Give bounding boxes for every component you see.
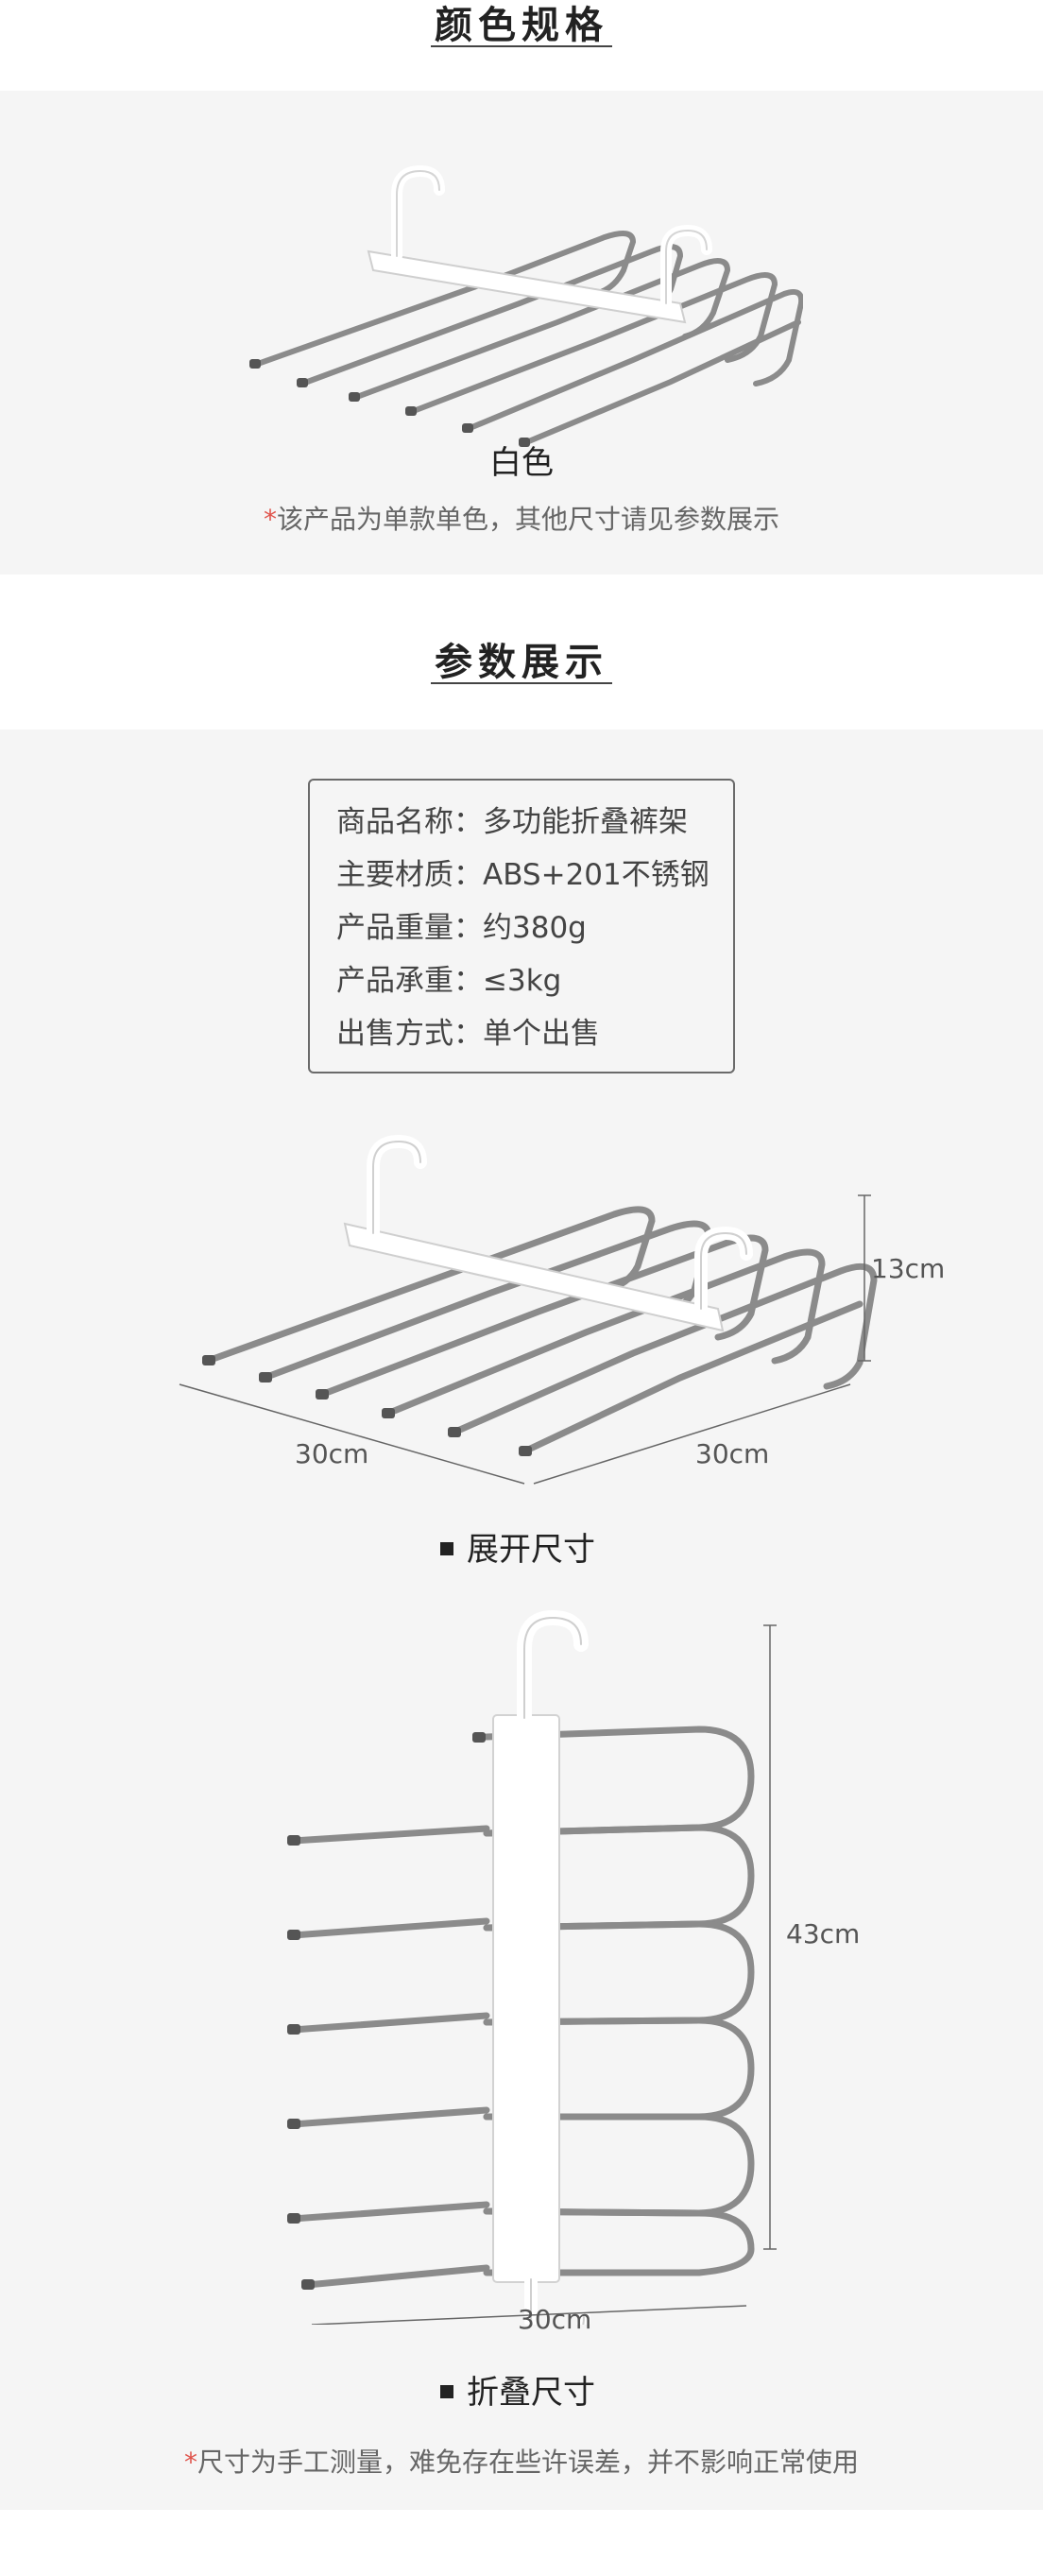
note-star: *	[183, 2447, 197, 2478]
measure-note: *尺寸为手工测量，难免存在些许误差，并不影响正常使用	[0, 2442, 1043, 2480]
unfolded-caption-text: 展开尺寸	[467, 1531, 595, 1569]
folded-height-label: 43cm	[786, 1918, 861, 1949]
spec-row: 商品名称：多功能折叠裤架	[336, 798, 688, 840]
hanger-white-image	[249, 164, 803, 447]
folded-dimension-image	[287, 1609, 777, 2325]
color-name: 白色	[489, 444, 554, 482]
folded-caption: 折叠尺寸	[440, 2366, 595, 2413]
measure-note-text: 尺寸为手工测量，难免存在些许误差，并不影响正常使用	[197, 2447, 859, 2478]
unfolded-height-label: 13cm	[871, 1253, 946, 1284]
spec-label: 产品重量：	[336, 911, 483, 945]
spec-value: 多功能折叠裤架	[483, 805, 688, 839]
color-panel: 白色 *该产品为单款单色，其他尺寸请见参数展示	[0, 91, 1043, 575]
spec-value: ABS+201不锈钢	[483, 858, 710, 892]
folded-width-label: 30cm	[518, 2304, 592, 2335]
spec-value: 单个出售	[483, 1017, 600, 1051]
spec-label: 主要材质：	[336, 858, 483, 892]
unfolded-dimension-image	[179, 1134, 878, 1485]
color-section-title: 颜色规格	[435, 4, 608, 47]
color-title-underline	[431, 45, 612, 47]
color-note: *该产品为单款单色，其他尺寸请见参数展示	[0, 499, 1043, 537]
bullet-square-icon	[440, 2384, 453, 2398]
spec-row: 主要材质：ABS+201不锈钢	[336, 850, 710, 893]
spec-label: 产品承重：	[336, 964, 483, 998]
spec-label: 出售方式：	[336, 1017, 483, 1051]
unfolded-width-right-label: 30cm	[695, 1438, 770, 1469]
folded-caption-text: 折叠尺寸	[467, 2374, 595, 2412]
unfolded-caption: 展开尺寸	[440, 1523, 595, 1570]
bullet-square-icon	[440, 1541, 453, 1555]
spec-value: ≤3kg	[483, 964, 562, 998]
spec-row: 产品重量：约380g	[336, 903, 587, 946]
unfolded-width-left-label: 30cm	[295, 1438, 369, 1469]
spec-table: 商品名称：多功能折叠裤架 主要材质：ABS+201不锈钢 产品重量：约380g …	[308, 779, 735, 1073]
spec-row: 产品承重：≤3kg	[336, 956, 561, 999]
note-star: *	[263, 504, 277, 535]
spec-row: 出售方式：单个出售	[336, 1009, 600, 1052]
color-note-text: 该产品为单款单色，其他尺寸请见参数展示	[276, 504, 779, 535]
spec-label: 商品名称：	[336, 805, 483, 839]
spec-value: 约380g	[483, 911, 587, 945]
params-title-underline	[431, 682, 612, 684]
params-section-title: 参数展示	[435, 641, 608, 684]
